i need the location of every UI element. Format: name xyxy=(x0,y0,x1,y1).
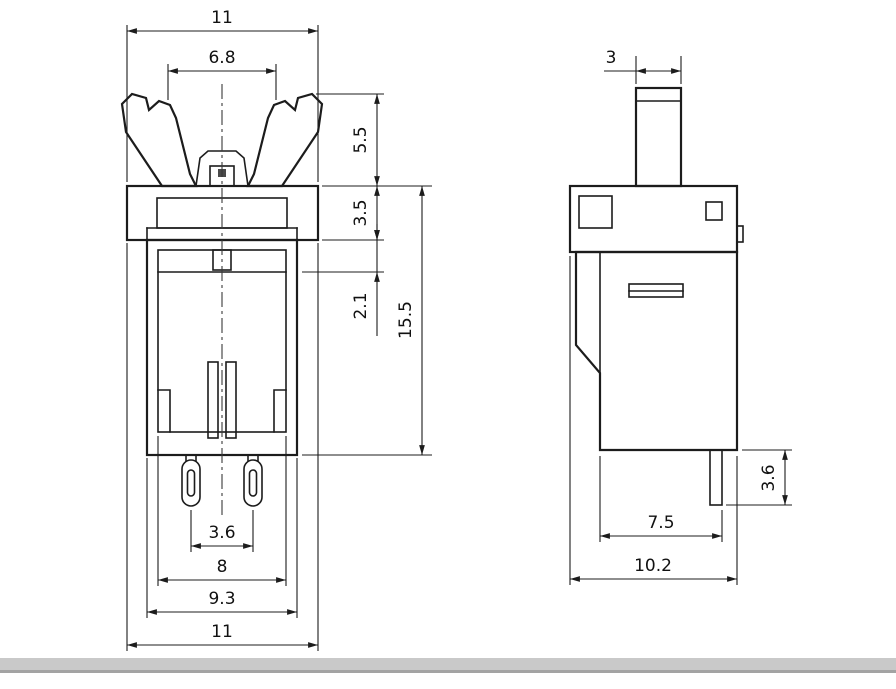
dim-label-top-width: 11 xyxy=(211,8,233,28)
side-terminal-pin xyxy=(709,449,723,506)
terminals xyxy=(181,454,263,507)
dimension-lower-depth: 7.5 xyxy=(599,456,723,542)
side-right-nub xyxy=(736,225,744,243)
footer-bar-edge xyxy=(0,670,896,673)
dimension-inner-width: 8 xyxy=(157,436,287,586)
footer-bar-band xyxy=(0,658,896,670)
side-right-square xyxy=(705,201,723,221)
footer-bar xyxy=(0,658,896,673)
dim-label-inner-width: 8 xyxy=(217,557,228,577)
dim-label-body-width: 9.3 xyxy=(208,589,235,609)
dimension-body-height: 15.5 xyxy=(302,186,432,456)
terminal-right-ring xyxy=(243,459,263,507)
dimension-overall-depth: 10.2 xyxy=(569,256,738,585)
dimension-terminal-length: 3.6 xyxy=(726,449,792,506)
terminal-left-hole xyxy=(186,469,196,497)
dimension-clip-inner-width: 6.8 xyxy=(167,48,277,100)
dim-label-terminal-pitch: 3.6 xyxy=(208,523,235,543)
clip-left-wing xyxy=(120,92,198,188)
terminal-left-ring xyxy=(181,459,201,507)
contact-blade-left xyxy=(207,361,219,439)
dim-label-lower-depth: 7.5 xyxy=(647,513,674,533)
dim-label-overall-depth: 10.2 xyxy=(634,556,672,576)
contact-blade-right xyxy=(225,361,237,439)
dimension-overall-width: 11 xyxy=(126,243,319,651)
dim-label-clip-inner-width: 6.8 xyxy=(208,48,235,68)
side-body xyxy=(568,86,744,506)
dimension-top-width: 11 xyxy=(126,8,319,182)
dimension-bezel-height: 3.5 xyxy=(322,186,384,241)
dim-label-button-width: 3 xyxy=(606,48,617,68)
dim-label-terminal-length: 3.6 xyxy=(759,464,779,491)
terminal-right-hole xyxy=(248,469,258,497)
side-button xyxy=(634,86,683,188)
housing-step-right xyxy=(273,389,287,433)
dim-label-step-height: 2.1 xyxy=(351,292,371,319)
dim-label-body-height: 15.5 xyxy=(396,301,416,339)
dimension-terminal-pitch: 3.6 xyxy=(190,510,254,552)
front-view: 11 6.8 5.5 3.5 2. xyxy=(120,8,432,651)
dim-label-overall-width: 11 xyxy=(211,622,233,642)
dim-label-clip-height: 5.5 xyxy=(351,126,371,153)
side-left-window xyxy=(578,195,613,229)
dim-label-bezel-height: 3.5 xyxy=(351,199,371,226)
dimension-body-width: 9.3 xyxy=(146,458,298,618)
dimension-step-height: 2.1 xyxy=(302,224,384,336)
dimension-button-width: 3 xyxy=(604,48,682,84)
dimension-clip-height: 5.5 xyxy=(316,93,384,186)
side-view: 3 3.6 7.5 10.2 xyxy=(568,48,792,585)
clip-right-wing xyxy=(246,92,324,188)
side-lower-body xyxy=(574,250,739,452)
housing-step-left xyxy=(157,389,171,433)
